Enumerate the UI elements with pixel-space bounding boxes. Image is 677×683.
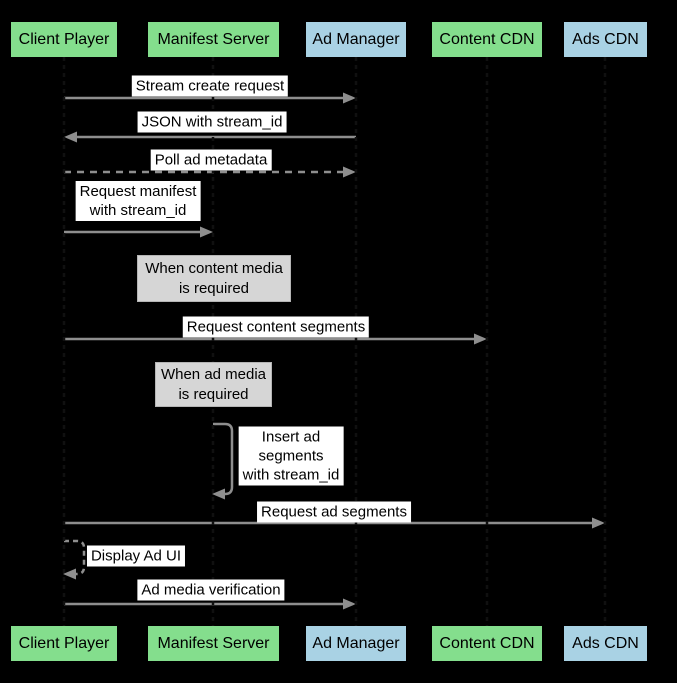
self-message-line: [64, 539, 86, 576]
arrowhead: [212, 488, 225, 500]
actor-client-player-top: Client Player: [11, 22, 117, 57]
actor-manifest-server-bottom: Manifest Server: [148, 626, 279, 661]
message-label-request-manifest: Request manifest with stream_id: [75, 181, 201, 221]
message-label-json-with-stream-id: JSON with stream_id: [137, 111, 287, 133]
note-when-content-media: When content media is required: [137, 255, 291, 302]
arrowhead: [343, 166, 356, 178]
actor-ads-cdn-top: Ads CDN: [564, 22, 647, 57]
arrowhead: [474, 333, 487, 345]
message-label-poll-ad-metadata: Poll ad metadata: [150, 149, 272, 171]
arrowhead: [343, 598, 356, 610]
arrowhead: [64, 131, 77, 143]
self-message-line: [213, 422, 234, 496]
actor-content-cdn-top: Content CDN: [432, 22, 542, 57]
message-label-ad-media-verification: Ad media verification: [137, 579, 285, 601]
arrowhead: [200, 226, 213, 238]
message-label-insert-ad: Insert ad segments with stream_id: [238, 426, 344, 486]
note-when-ad-media: When ad media is required: [155, 362, 272, 407]
actor-ads-cdn-bottom: Ads CDN: [564, 626, 647, 661]
message-label-stream-create-request: Stream create request: [131, 75, 289, 97]
message-label-request-ad-segments: Request ad segments: [257, 501, 411, 523]
message-label-request-content-segments: Request content segments: [182, 316, 370, 338]
actor-content-cdn-bottom: Content CDN: [432, 626, 542, 661]
message-label-display-ad-ui: Display Ad UI: [86, 545, 186, 567]
arrowhead: [63, 568, 76, 580]
actor-ad-manager-bottom: Ad Manager: [306, 626, 406, 661]
actor-ad-manager-top: Ad Manager: [306, 22, 406, 57]
actor-manifest-server-top: Manifest Server: [148, 22, 279, 57]
arrowhead: [343, 92, 356, 104]
arrowhead: [592, 517, 605, 529]
actor-client-player-bottom: Client Player: [11, 626, 117, 661]
